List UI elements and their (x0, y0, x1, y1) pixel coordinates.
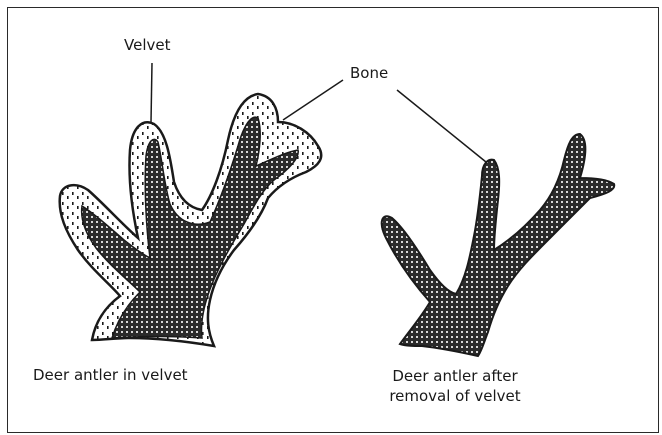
bone-leader-line-right (397, 90, 486, 162)
bone-leader-line-left (283, 80, 343, 120)
velvet-label: Velvet (124, 36, 170, 54)
caption-right-line-2: removal of velvet (370, 386, 540, 406)
bone-antler-shape (382, 134, 615, 356)
caption-left: Deer antler in velvet (33, 366, 188, 384)
antler-after-velvet-removal (382, 134, 615, 356)
caption-right: Deer antler after removal of velvet (370, 366, 540, 406)
antler-in-velvet (60, 94, 322, 346)
velvet-leader-line (151, 63, 152, 122)
bone-label: Bone (350, 64, 388, 82)
caption-right-line-1: Deer antler after (370, 366, 540, 386)
